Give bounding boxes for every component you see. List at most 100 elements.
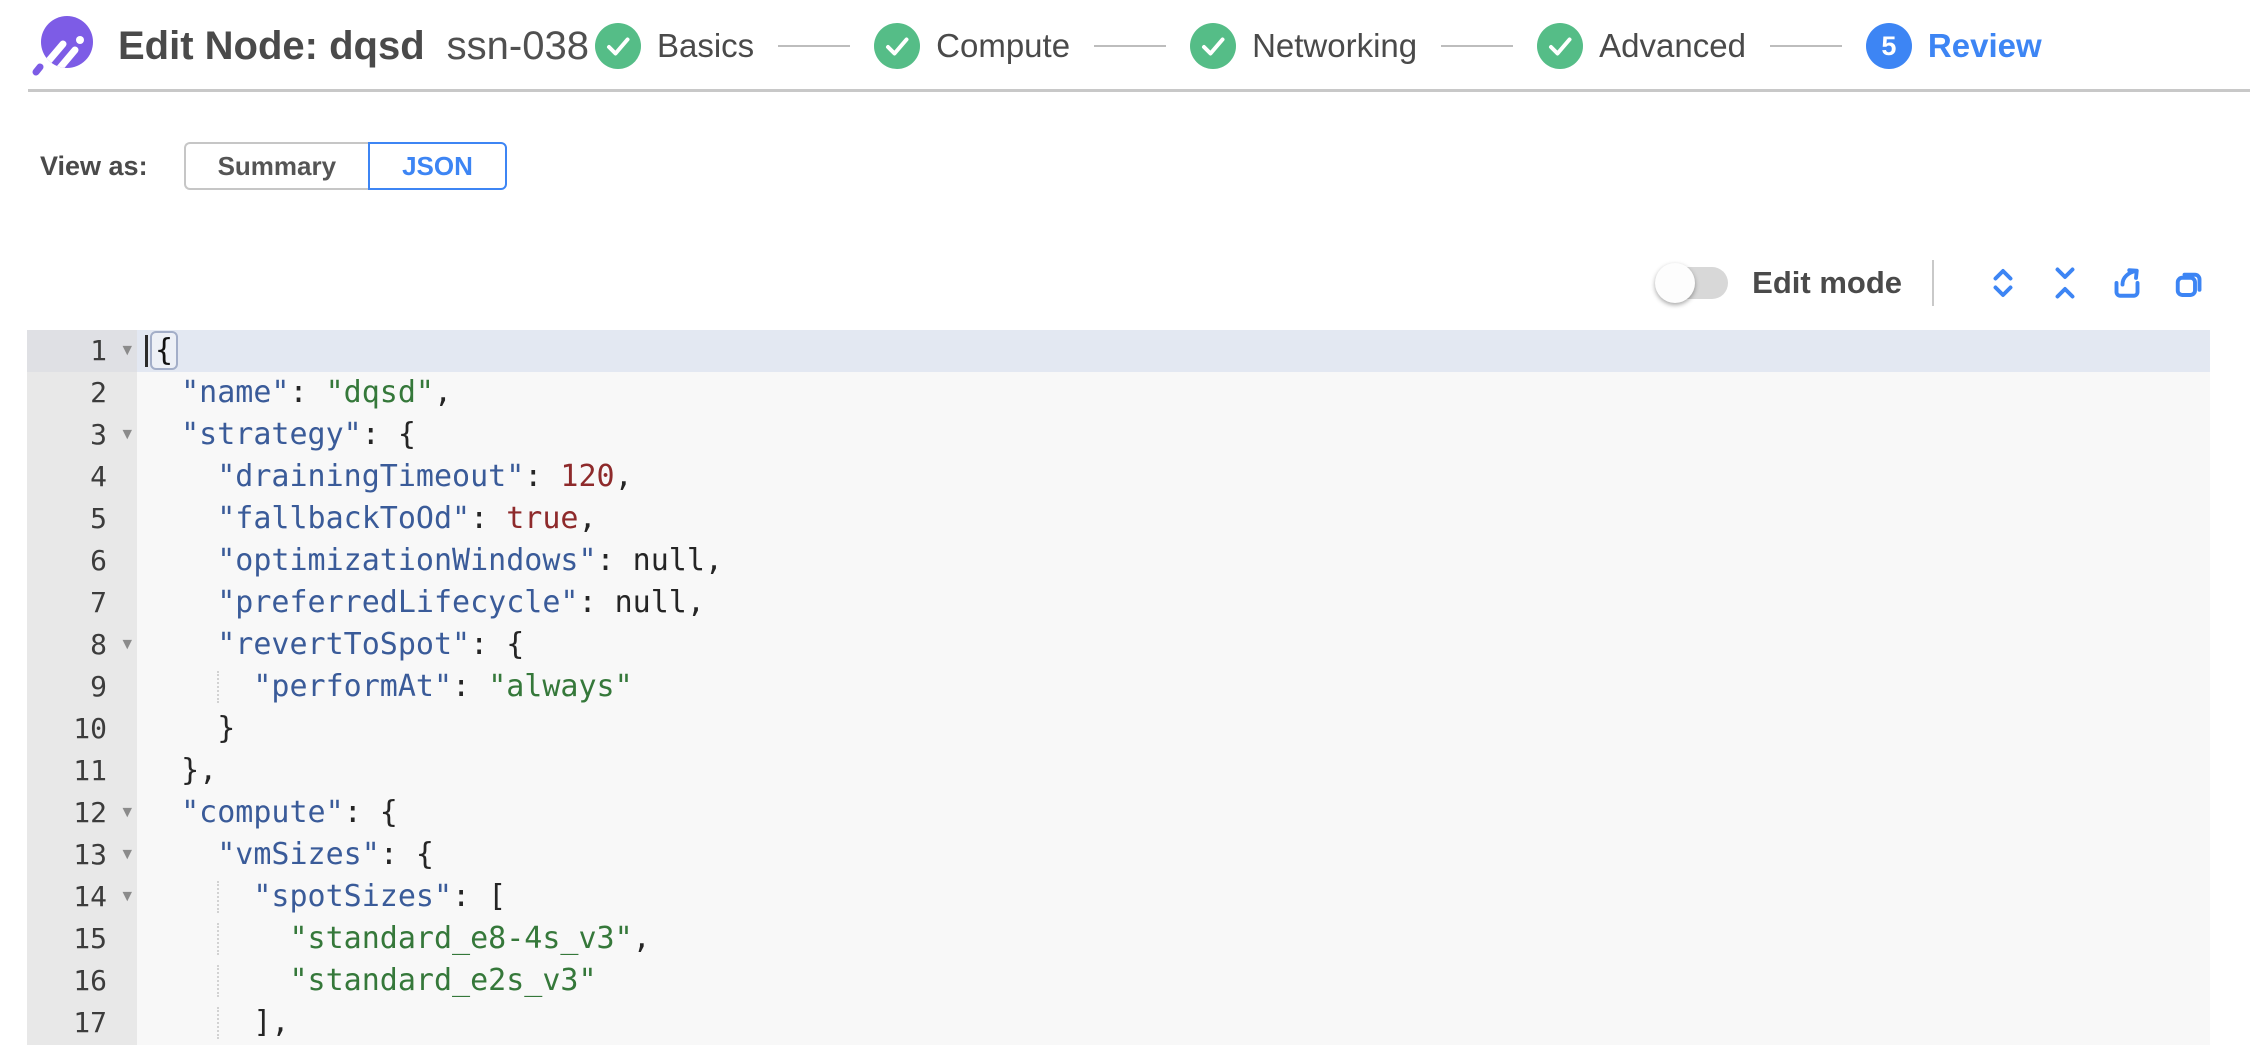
fold-arrow-icon[interactable]: ▾ — [122, 800, 132, 823]
line-number: 12▾ — [27, 792, 137, 834]
line-number: 2 — [27, 372, 137, 414]
spot-logo-icon — [32, 16, 93, 76]
line-number: 11 — [27, 750, 137, 792]
check-icon — [1190, 23, 1237, 69]
fold-arrow-icon[interactable]: ▾ — [122, 842, 132, 865]
code-line[interactable]: 10 } — [27, 708, 2210, 750]
header-divider — [28, 89, 2250, 92]
indent-guide — [217, 881, 220, 913]
step-connector — [1441, 45, 1514, 47]
text-cursor — [145, 335, 148, 367]
toggle-knob — [1655, 263, 1696, 303]
code-line[interactable]: 7 "preferredLifecycle": null, — [27, 582, 2210, 624]
code-line[interactable]: 2 "name": "dqsd", — [27, 372, 2210, 414]
step-connector — [1769, 45, 1842, 47]
code-content[interactable]: "optimizationWindows": null, — [217, 543, 723, 578]
code-line[interactable]: 6 "optimizationWindows": null, — [27, 540, 2210, 582]
code-content[interactable]: "vmSizes": { — [217, 837, 434, 872]
step-label: Compute — [936, 27, 1071, 64]
code-line[interactable]: 16 "standard_e2s_v3" — [27, 960, 2210, 1002]
check-icon — [874, 23, 921, 69]
line-number: 17 — [27, 1002, 137, 1044]
check-icon — [594, 23, 641, 69]
code-content[interactable]: "name": "dqsd", — [181, 375, 453, 410]
code-content[interactable]: }, — [181, 753, 218, 788]
indent-guide — [217, 965, 220, 997]
code-content[interactable]: { — [137, 330, 2210, 372]
view-as-label: View as: — [40, 150, 148, 181]
code-content[interactable]: "standard_e2s_v3" — [137, 960, 2210, 1002]
line-number: 1▾ — [27, 330, 137, 372]
code-line[interactable]: 8▾ "revertToSpot": { — [27, 624, 2210, 666]
json-view-button[interactable]: JSON — [368, 142, 507, 190]
code-content[interactable]: "compute": { — [181, 795, 398, 830]
code-content[interactable]: "fallbackToOd": true, — [217, 501, 597, 536]
step-label: Networking — [1252, 27, 1418, 64]
step-connector — [778, 45, 851, 47]
step-connector — [1094, 45, 1167, 47]
step-number-badge: 5 — [1865, 23, 1912, 69]
code-content[interactable]: } — [217, 711, 236, 746]
code-content[interactable]: ], — [137, 1002, 2210, 1044]
line-number: 6 — [27, 540, 137, 582]
view-as-toggle: Summary JSON — [183, 142, 507, 190]
code-content[interactable]: "standard_e8-4s_v3", — [137, 918, 2210, 960]
step-advanced[interactable]: Advanced — [1537, 23, 1746, 69]
line-number: 8▾ — [27, 624, 137, 666]
line-number: 4 — [27, 456, 137, 498]
edit-mode-toggle[interactable] — [1655, 263, 1729, 303]
edit-mode-label: Edit mode — [1752, 265, 1902, 300]
line-number: 10 — [27, 708, 137, 750]
view-as-row: View as: Summary JSON — [0, 142, 2250, 190]
step-basics[interactable]: Basics — [594, 23, 755, 69]
code-line[interactable]: 15 "standard_e8-4s_v3", — [27, 918, 2210, 960]
code-line[interactable]: 4 "drainingTimeout": 120, — [27, 456, 2210, 498]
indent-guide — [217, 671, 220, 703]
fold-arrow-icon[interactable]: ▾ — [122, 422, 132, 445]
code-line[interactable]: 17 ], — [27, 1002, 2210, 1044]
check-icon — [1537, 23, 1584, 69]
expand-all-icon[interactable] — [1982, 262, 2024, 304]
code-line[interactable]: 1▾{ — [27, 330, 2210, 372]
line-number: 3▾ — [27, 414, 137, 456]
code-content[interactable]: "revertToSpot": { — [217, 627, 525, 662]
code-content[interactable]: "preferredLifecycle": null, — [217, 585, 705, 620]
line-number: 16 — [27, 960, 137, 1002]
copy-icon[interactable] — [2168, 262, 2210, 304]
page-title-group: Edit Node: dqsd ssn-038 — [118, 24, 589, 69]
fold-arrow-icon[interactable]: ▾ — [122, 338, 132, 361]
line-number: 5 — [27, 498, 137, 540]
line-number: 9 — [27, 666, 137, 708]
line-number: 13▾ — [27, 834, 137, 876]
code-line[interactable]: 13▾ "vmSizes": { — [27, 834, 2210, 876]
node-id: ssn-038 — [446, 23, 589, 68]
export-icon[interactable] — [2106, 262, 2148, 304]
page-title: Edit Node: dqsd — [118, 23, 425, 68]
step-networking[interactable]: Networking — [1190, 23, 1417, 69]
code-content[interactable]: "drainingTimeout": 120, — [217, 459, 633, 494]
code-content[interactable]: "strategy": { — [181, 417, 416, 452]
code-line[interactable]: 9 "performAt": "always" — [27, 666, 2210, 708]
code-line[interactable]: 11 }, — [27, 750, 2210, 792]
json-editor[interactable]: 1▾{2 "name": "dqsd",3▾ "strategy": {4 "d… — [27, 330, 2210, 1045]
line-number: 15 — [27, 918, 137, 960]
code-content[interactable]: "spotSizes": [ — [137, 876, 2210, 918]
editor-toolbar: Edit mode — [0, 252, 2250, 314]
step-label: Basics — [656, 27, 755, 64]
line-number: 7 — [27, 582, 137, 624]
fold-arrow-icon[interactable]: ▾ — [122, 632, 132, 655]
code-line[interactable]: 12▾ "compute": { — [27, 792, 2210, 834]
code-content[interactable]: "performAt": "always" — [137, 666, 2210, 708]
code-line[interactable]: 5 "fallbackToOd": true, — [27, 498, 2210, 540]
toolbar-divider — [1932, 260, 1934, 306]
indent-guide — [217, 1007, 220, 1039]
code-line[interactable]: 3▾ "strategy": { — [27, 414, 2210, 456]
step-compute[interactable]: Compute — [874, 23, 1070, 69]
summary-view-button[interactable]: Summary — [183, 142, 369, 190]
code-line[interactable]: 14▾ "spotSizes": [ — [27, 876, 2210, 918]
collapse-all-icon[interactable] — [2044, 262, 2086, 304]
line-number: 14▾ — [27, 876, 137, 918]
fold-arrow-icon[interactable]: ▾ — [122, 884, 132, 907]
